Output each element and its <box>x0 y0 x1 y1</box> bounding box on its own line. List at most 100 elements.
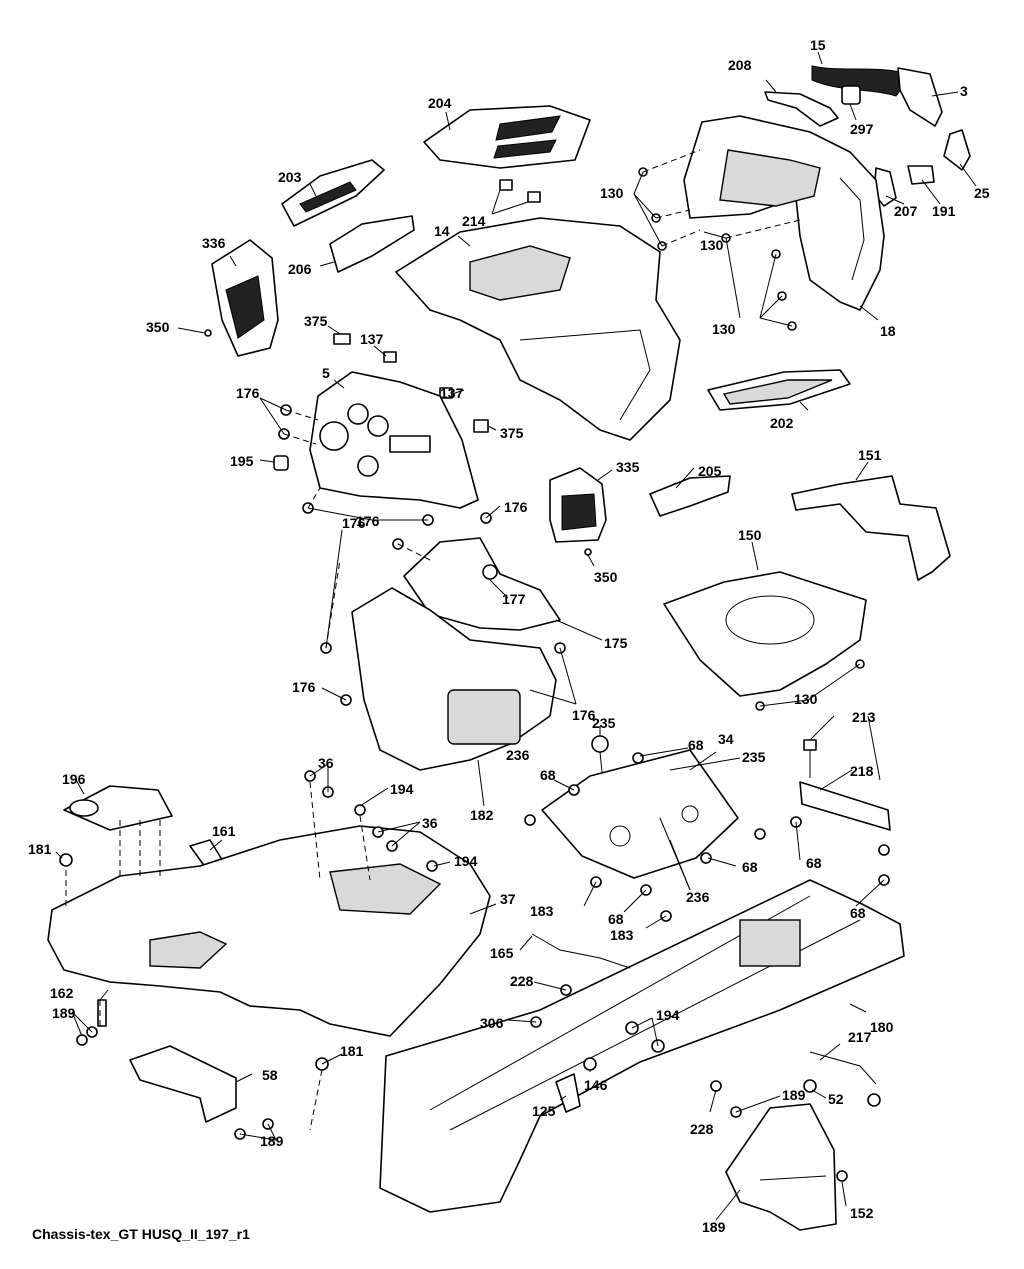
part-label-68: 68 <box>742 859 758 875</box>
part-label-3: 3 <box>960 83 968 99</box>
part-label-130: 130 <box>700 237 724 253</box>
part-label-183: 183 <box>530 903 554 919</box>
part-151-bracket <box>791 475 951 581</box>
part-label-194: 194 <box>656 1007 680 1023</box>
part-label-125: 125 <box>532 1103 556 1119</box>
part-label-375: 375 <box>304 313 328 329</box>
part-label-297: 297 <box>850 121 874 137</box>
part-204-hood-top <box>423 105 591 169</box>
part-37-footrest-deck <box>47 825 491 1037</box>
part-label-130: 130 <box>794 691 818 707</box>
part-label-130: 130 <box>712 321 736 337</box>
part-label-52: 52 <box>828 1091 844 1107</box>
part-label-176: 176 <box>342 515 366 531</box>
part-label-25: 25 <box>974 185 990 201</box>
part-label-15: 15 <box>810 37 826 53</box>
part-label-150: 150 <box>738 527 762 543</box>
part-162-bolt <box>97 999 107 1027</box>
part-label-68: 68 <box>850 905 866 921</box>
part-label-236: 236 <box>506 747 530 763</box>
part-label-37: 37 <box>500 891 516 907</box>
part-label-208: 208 <box>728 57 752 73</box>
part-label-165: 165 <box>490 945 514 961</box>
part-label-176: 176 <box>356 513 380 529</box>
part-label-14: 14 <box>434 223 450 239</box>
part-label-175: 175 <box>604 635 628 651</box>
part-label-335: 335 <box>616 459 640 475</box>
part-label-18: 18 <box>880 323 896 339</box>
part-label-152: 152 <box>850 1205 874 1221</box>
part-58-bracket <box>129 1045 237 1123</box>
part-125-clip <box>555 1073 581 1113</box>
part-182-front-lower-panel <box>351 587 557 771</box>
part-297-clip <box>841 85 861 105</box>
part-175-bracket <box>403 537 561 631</box>
part-label-194: 194 <box>454 853 478 869</box>
part-label-181: 181 <box>28 841 52 857</box>
part-336-left-side-screen <box>211 239 279 357</box>
part-180-chassis-frame <box>379 879 905 1213</box>
part-label-191: 191 <box>932 203 956 219</box>
part-label-181: 181 <box>340 1043 364 1059</box>
part-label-189: 189 <box>702 1219 726 1235</box>
part-25-lens <box>943 129 971 171</box>
part-label-214: 214 <box>462 213 486 229</box>
part-label-235: 235 <box>742 749 766 765</box>
part-label-196: 196 <box>62 771 86 787</box>
part-label-68: 68 <box>806 855 822 871</box>
diagram-caption: Chassis-tex_GT HUSQ_II_197_r1 <box>32 1226 250 1242</box>
part-218-bracket <box>799 781 891 831</box>
part-label-236: 236 <box>686 889 710 905</box>
part-label-207: 207 <box>894 203 918 219</box>
part-label-189: 189 <box>782 1087 806 1103</box>
part-label-176: 176 <box>504 499 528 515</box>
part-214-clips <box>499 179 541 203</box>
part-label-189: 189 <box>52 1005 76 1021</box>
part-217-rod <box>809 1051 877 1085</box>
part-label-217: 217 <box>848 1029 872 1045</box>
part-label-68: 68 <box>540 767 556 783</box>
part-194-nuts <box>354 804 665 1053</box>
part-191-light <box>907 165 935 185</box>
part-375-clip <box>333 333 351 345</box>
part-label-375: 375 <box>500 425 524 441</box>
part-label-130: 130 <box>600 185 624 201</box>
part-label-68: 68 <box>608 911 624 927</box>
part-label-194: 194 <box>390 781 414 797</box>
part-350-screw <box>204 329 212 337</box>
part-208-bracket <box>764 91 839 127</box>
part-label-34: 34 <box>718 731 734 747</box>
part-label-177: 177 <box>502 591 526 607</box>
part-label-146: 146 <box>584 1077 608 1093</box>
part-label-336: 336 <box>202 235 226 251</box>
part-195-plug <box>273 455 289 471</box>
part-label-204: 204 <box>428 95 452 111</box>
part-52-washer <box>803 1079 881 1107</box>
part-label-151: 151 <box>858 447 882 463</box>
part-5-dash-panel <box>309 371 479 509</box>
part-165-rod <box>531 933 631 969</box>
part-375-clip-b <box>473 419 489 433</box>
part-206-side-panel <box>329 215 415 273</box>
part-196-console-top <box>63 785 173 831</box>
part-label-176: 176 <box>236 385 260 401</box>
part-152-battery-tray <box>725 1103 837 1231</box>
part-label-161: 161 <box>212 823 236 839</box>
part-150-steering-support <box>663 571 867 697</box>
part-label-182: 182 <box>470 807 494 823</box>
part-label-228: 228 <box>510 973 534 989</box>
part-label-58: 58 <box>262 1067 278 1083</box>
part-label-235: 235 <box>592 715 616 731</box>
part-label-137: 137 <box>360 331 384 347</box>
part-137-clip <box>383 351 453 399</box>
part-3-emblem <box>897 67 943 127</box>
part-350-screw-b <box>584 548 592 556</box>
fasteners <box>76 167 890 1182</box>
part-label-180: 180 <box>870 1019 894 1035</box>
part-label-176: 176 <box>572 707 596 723</box>
part-label-203: 203 <box>278 169 302 185</box>
part-label-228: 228 <box>690 1121 714 1137</box>
part-203-side-vent <box>281 159 385 227</box>
part-34-seat-plate <box>541 749 739 879</box>
